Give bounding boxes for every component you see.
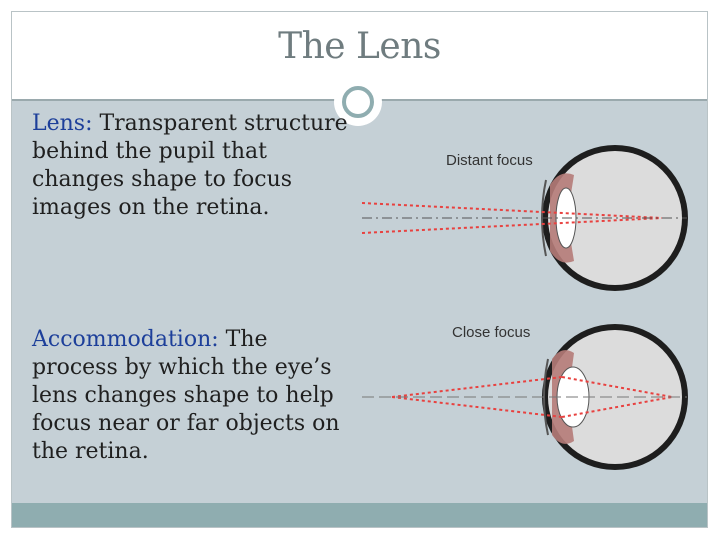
close-focus-eye: Close focus — [362, 324, 688, 470]
ray-close-bottom-out — [561, 396, 673, 418]
eye-focus-diagram: Distant focus Close focus — [362, 145, 688, 470]
ray-close-top-in — [391, 376, 563, 398]
ray-close-bottom-in — [391, 396, 563, 418]
slide-title: The Lens — [278, 26, 441, 67]
distant-focus-eye: Distant focus — [362, 145, 688, 291]
ray-distant-bottom — [362, 217, 663, 234]
ray-distant-top — [362, 202, 663, 219]
term-accommodation: Accommodation: — [32, 327, 219, 352]
term-lens: Lens: — [32, 111, 93, 136]
eye-inner-close — [548, 330, 682, 464]
distant-focus-label: Distant focus — [446, 152, 533, 169]
ring-icon — [342, 86, 374, 118]
accommodation-definition: Accommodation: The process by which the … — [32, 326, 352, 466]
accommodation-definition-text: The process by which the eye’s lens chan… — [32, 327, 340, 464]
lens-definition-text: Transparent structure behind the pupil t… — [32, 111, 348, 220]
title-ring-ornament — [334, 78, 382, 126]
close-focus-label: Close focus — [452, 324, 530, 341]
eye-inner-distant — [548, 151, 682, 285]
cornea-close — [543, 358, 549, 436]
lens-definition: Lens: Transparent structure behind the p… — [32, 110, 352, 222]
ray-close-top-out — [561, 376, 673, 398]
footer-bar — [12, 503, 707, 527]
